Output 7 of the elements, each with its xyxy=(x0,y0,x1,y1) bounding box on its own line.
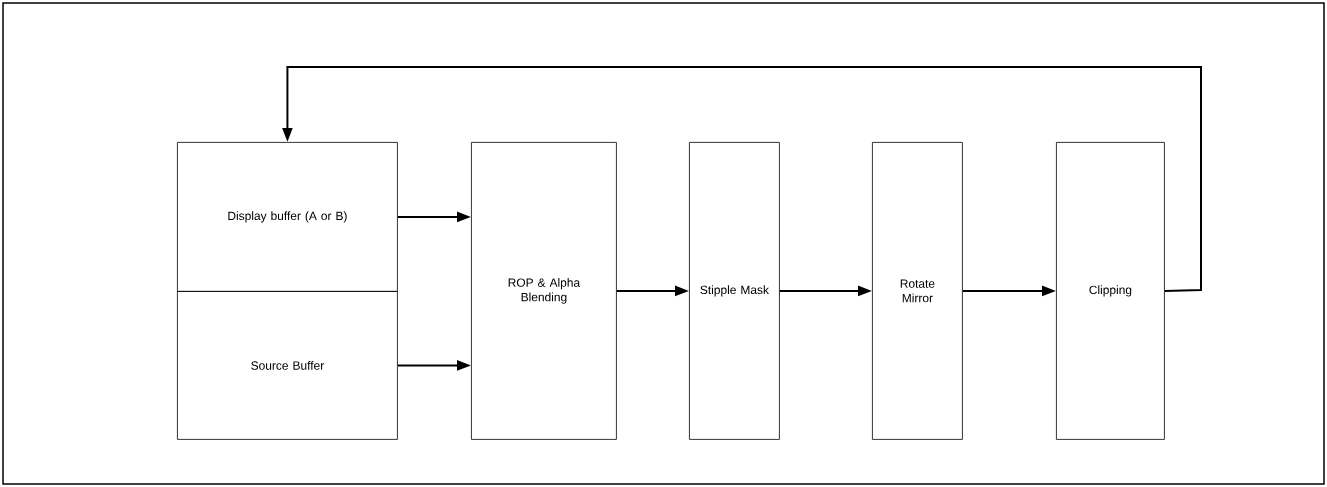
process-box: Stipple Mask xyxy=(689,142,780,440)
process-box: Source Buffer xyxy=(177,291,398,440)
process-box: Rotate Mirror xyxy=(872,142,963,440)
arrow xyxy=(282,66,1202,292)
process-box: Display buffer (A or B) xyxy=(177,142,398,292)
process-box: ROP & Alpha Blending xyxy=(471,142,617,440)
process-box: Clipping xyxy=(1056,142,1165,440)
